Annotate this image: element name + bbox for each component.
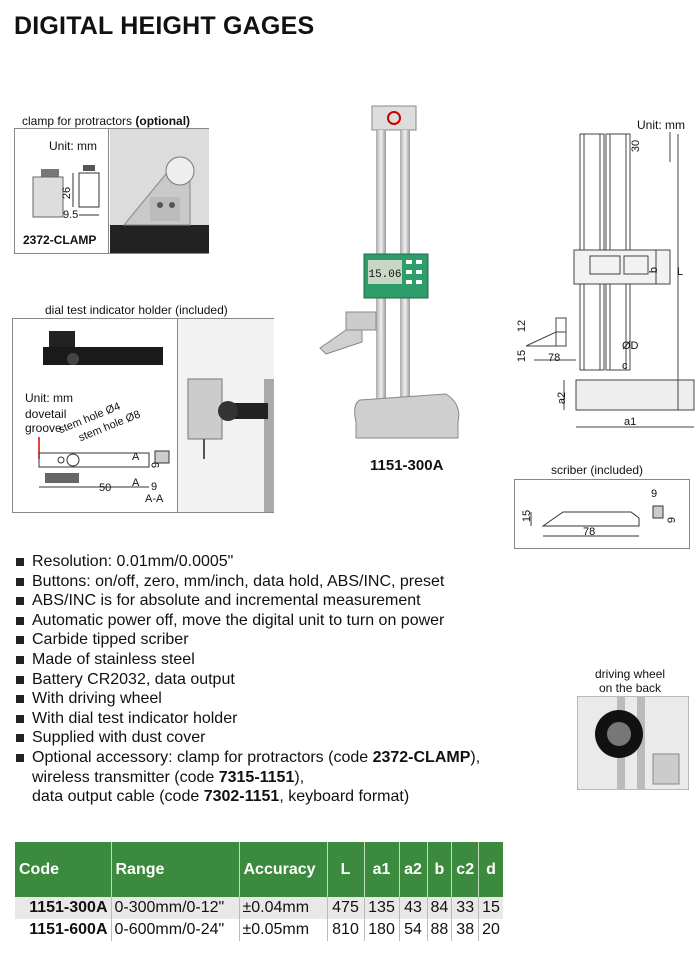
feature-item-optional-accessory: Optional accessory: clamp for protractor… (14, 748, 574, 807)
col-b: b (427, 842, 453, 897)
clamp-dim-26: 26 (61, 186, 74, 200)
dim-a2: a2 (556, 391, 569, 405)
scriber-drawing (530, 505, 664, 537)
dial-holder-caption: dial test indicator holder (included) (45, 303, 228, 317)
feature-item: Automatic power off, move the digital un… (14, 611, 574, 631)
holder-dim-50: 50 (99, 482, 112, 494)
clamp-unit-label: Unit: mm (49, 139, 97, 153)
feature-item: With dial test indicator holder (14, 709, 574, 729)
scriber-panel: 15 78 9 9 (514, 479, 690, 549)
holder-mounted-photo (178, 319, 274, 512)
feature-item: ABS/INC is for absolute and incremental … (14, 591, 574, 611)
col-d: d (478, 842, 503, 897)
clamp-drawing (32, 165, 100, 218)
panel-divider (108, 129, 109, 253)
holder-drawing (38, 437, 170, 488)
panel-divider (177, 319, 178, 512)
scriber-dim-9a: 9 (651, 488, 658, 500)
technical-drawing (525, 132, 695, 428)
scriber-dim-9b: 9 (666, 516, 679, 524)
driving-wheel-photo (577, 696, 689, 790)
feature-list: Resolution: 0.01mm/0.0005" Buttons: on/o… (14, 552, 574, 807)
scriber-caption: scriber (included) (551, 463, 644, 477)
clamp-panel: Unit: mm 26 9.5 2372-CLAMP (14, 128, 209, 254)
scriber-dim-78: 78 (583, 526, 596, 538)
holder-dim-9b: 9 (151, 481, 158, 493)
col-a2: a2 (399, 842, 428, 897)
scriber-dim-15: 15 (521, 509, 534, 523)
dovetail-label: dovetail (25, 407, 67, 421)
drawing-unit-label: Unit: mm (637, 118, 685, 132)
section-a-top: A (132, 451, 140, 463)
section-aa-label: A-A (145, 493, 164, 505)
dim-a1: a1 (624, 416, 637, 428)
dial-holder-panel: Unit: mm dovetail groove stem hole Ø4 st… (12, 318, 274, 513)
page-title: DIGITAL HEIGHT GAGES (14, 12, 315, 40)
dim-12: 12 (516, 319, 529, 333)
clamp-caption: clamp for protractors (optional) (22, 114, 191, 128)
height-gage-photo: 15.06 (319, 105, 460, 439)
feature-item: Buttons: on/off, zero, mm/inch, data hol… (14, 572, 574, 592)
clamp-photo (110, 129, 209, 253)
dim-c: c (622, 360, 628, 372)
holder-dim-9a: 9 (150, 461, 163, 469)
clamp-dim-9-5: 9.5 (63, 209, 79, 221)
product-model-label: 1151-300A (370, 457, 444, 474)
dim-L: L (677, 266, 684, 278)
svg-text:15.06: 15.06 (368, 269, 401, 281)
col-code: Code (15, 842, 112, 897)
feature-item: Resolution: 0.01mm/0.0005" (14, 552, 574, 572)
dim-30: 30 (630, 139, 643, 153)
spec-table-header: Code Range Accuracy L a1 a2 b c2 d (15, 842, 503, 897)
holder-unit-label: Unit: mm (25, 391, 73, 405)
feature-item: Made of stainless steel (14, 650, 574, 670)
holder-photo (43, 331, 163, 365)
section-a-bottom: A (132, 477, 140, 489)
feature-item: Battery CR2032, data output (14, 670, 574, 690)
col-range: Range (111, 842, 240, 897)
groove-label: groove (25, 421, 62, 435)
feature-item: With driving wheel (14, 689, 574, 709)
table-row: 1151-600A 0-600mm/0-24" ±0.05mm 810 180 … (15, 919, 503, 941)
col-a1: a1 (364, 842, 400, 897)
dim-b: b (648, 266, 661, 274)
dim-15: 15 (516, 349, 529, 363)
table-row: 1151-300A 0-300mm/0-12" ±0.04mm 475 135 … (15, 897, 503, 919)
col-accuracy: Accuracy (239, 842, 328, 897)
feature-item: Carbide tipped scriber (14, 630, 574, 650)
clamp-code: 2372-CLAMP (23, 233, 97, 247)
col-L: L (327, 842, 365, 897)
feature-item: Supplied with dust cover (14, 728, 574, 748)
col-c2: c2 (451, 842, 480, 897)
dim-OD: ØD (622, 340, 639, 352)
spec-table: Code Range Accuracy L a1 a2 b c2 d 1151-… (15, 842, 503, 941)
driving-wheel-caption: driving wheel on the back (595, 667, 666, 695)
dim-78: 78 (548, 352, 561, 364)
